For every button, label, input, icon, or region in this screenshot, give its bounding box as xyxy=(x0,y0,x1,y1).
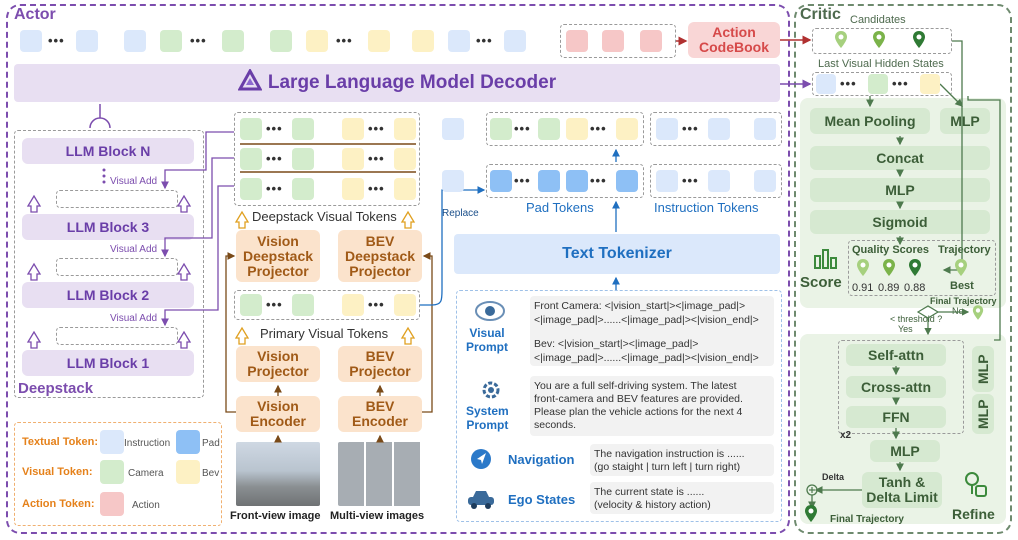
pad-token xyxy=(538,170,560,192)
pad-token xyxy=(490,170,512,192)
text-token xyxy=(538,118,560,140)
pad-token xyxy=(566,170,588,192)
text-token xyxy=(708,118,730,140)
hidden-token xyxy=(868,74,888,94)
location-pin-icon xyxy=(834,30,848,55)
deepstack-token xyxy=(292,178,314,200)
text-token xyxy=(490,118,512,140)
ellipsis: ••• xyxy=(266,121,283,136)
location-pin-icon xyxy=(882,258,896,283)
ellipsis: ••• xyxy=(266,297,283,312)
location-pin-icon xyxy=(872,30,886,55)
ellipsis: ••• xyxy=(514,173,531,188)
text-token xyxy=(656,118,678,140)
primary-token xyxy=(292,294,314,316)
location-pin-icon xyxy=(856,258,870,283)
best-pin-icon xyxy=(954,258,968,283)
ellipsis: ••• xyxy=(892,76,909,91)
ellipsis: ••• xyxy=(682,121,699,136)
instruction-token xyxy=(754,170,776,192)
instruction-token xyxy=(708,170,730,192)
deepstack-token xyxy=(292,118,314,140)
pad-token xyxy=(616,170,638,192)
deepstack-token xyxy=(394,118,416,140)
hidden-token xyxy=(920,74,940,94)
text-token xyxy=(442,118,464,140)
text-token xyxy=(566,118,588,140)
deepstack-token xyxy=(342,178,364,200)
primary-token xyxy=(342,294,364,316)
location-pin-icon xyxy=(912,30,926,55)
text-token xyxy=(616,118,638,140)
deepstack-token xyxy=(394,178,416,200)
final-pin-icon xyxy=(972,304,984,327)
primary-token xyxy=(394,294,416,316)
ellipsis: ••• xyxy=(682,173,699,188)
ellipsis: ••• xyxy=(514,121,531,136)
bar-chart-icon xyxy=(812,244,838,275)
hidden-token xyxy=(816,74,836,94)
ellipsis: ••• xyxy=(590,173,607,188)
location-pin-icon xyxy=(908,258,922,283)
ellipsis: ••• xyxy=(266,151,283,166)
ellipsis: ••• xyxy=(840,76,857,91)
ellipsis: ••• xyxy=(266,181,283,196)
text-token xyxy=(754,118,776,140)
text-token xyxy=(442,170,464,192)
final-trajectory-pin-icon xyxy=(804,504,818,529)
refine-icon xyxy=(962,470,990,505)
ellipsis: ••• xyxy=(368,151,385,166)
ellipsis: ••• xyxy=(368,181,385,196)
deepstack-token xyxy=(292,148,314,170)
deepstack-token xyxy=(342,118,364,140)
deepstack-token xyxy=(394,148,416,170)
primary-token xyxy=(240,294,262,316)
instruction-token xyxy=(656,170,678,192)
ellipsis: ••• xyxy=(590,121,607,136)
deepstack-token xyxy=(240,118,262,140)
ellipsis: ••• xyxy=(368,297,385,312)
deepstack-token xyxy=(342,148,364,170)
ellipsis: ••• xyxy=(368,121,385,136)
deepstack-token xyxy=(240,148,262,170)
deepstack-token xyxy=(240,178,262,200)
